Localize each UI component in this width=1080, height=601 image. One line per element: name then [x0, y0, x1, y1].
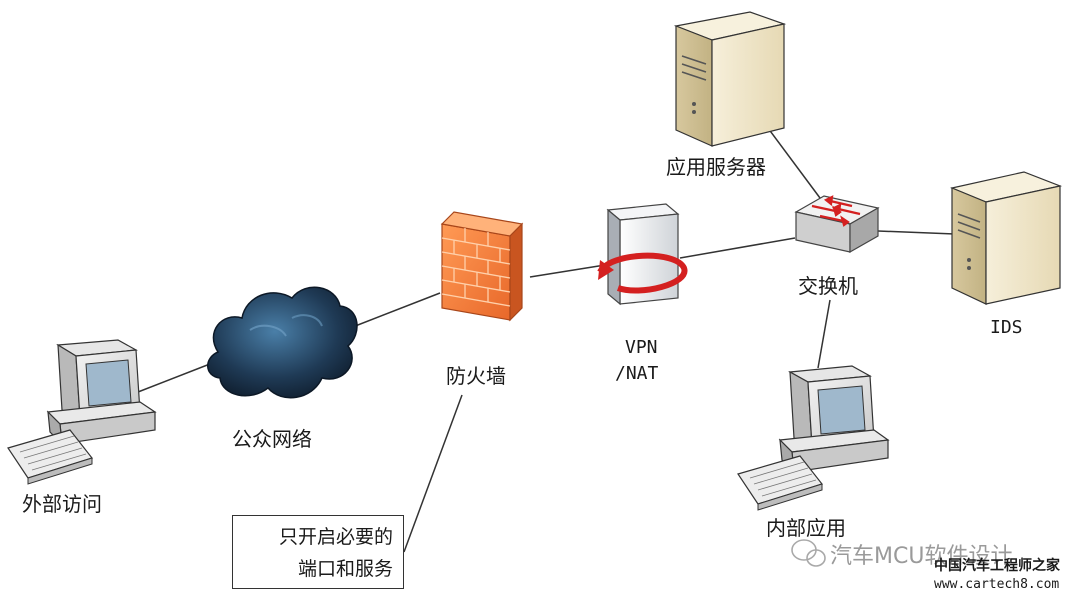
- link-vpn-switch: [679, 237, 796, 259]
- label-public-network: 公众网络: [232, 427, 312, 451]
- connections: [137, 119, 1006, 553]
- label-external-access: 外部访问: [22, 492, 102, 516]
- firewall-icon: [440, 211, 524, 322]
- internal-pc-icon: [737, 365, 890, 511]
- link-pc-cloud: [137, 361, 216, 393]
- link-switch-internal: [817, 299, 831, 369]
- link-firewall-vpn: [529, 264, 606, 278]
- label-internal-app: 内部应用: [766, 516, 846, 540]
- watermark-site-url: www.cartech8.com: [934, 577, 1060, 592]
- external-pc-icon: [7, 339, 157, 485]
- note-line-1: 只开启必要的: [278, 526, 393, 548]
- app-server-icon: [673, 11, 787, 147]
- label-switch: 交换机: [798, 274, 858, 298]
- watermark-channel: 汽车MCU软件设计: [830, 544, 1013, 569]
- label-vpn: VPN: [625, 337, 658, 358]
- link-cloud-firewall: [344, 292, 441, 331]
- label-app-server: 应用服务器: [666, 155, 766, 179]
- label-nat: /NAT: [615, 363, 659, 384]
- vpn-nat-icon: [597, 203, 688, 306]
- ids-server-icon: [950, 171, 1063, 305]
- link-server-switch: [761, 119, 821, 199]
- note-callout: 只开启必要的 端口和服务: [232, 515, 404, 589]
- link-note-firewall: [403, 394, 463, 553]
- watermark-site-name: 中国汽车工程师之家: [934, 558, 1060, 574]
- note-line-2: 端口和服务: [297, 558, 393, 580]
- label-firewall: 防火墙: [446, 364, 506, 388]
- label-ids: IDS: [990, 317, 1023, 338]
- wechat-watermark-icon: [791, 539, 826, 567]
- cloud-icon: [207, 286, 358, 399]
- switch-icon: [794, 195, 880, 254]
